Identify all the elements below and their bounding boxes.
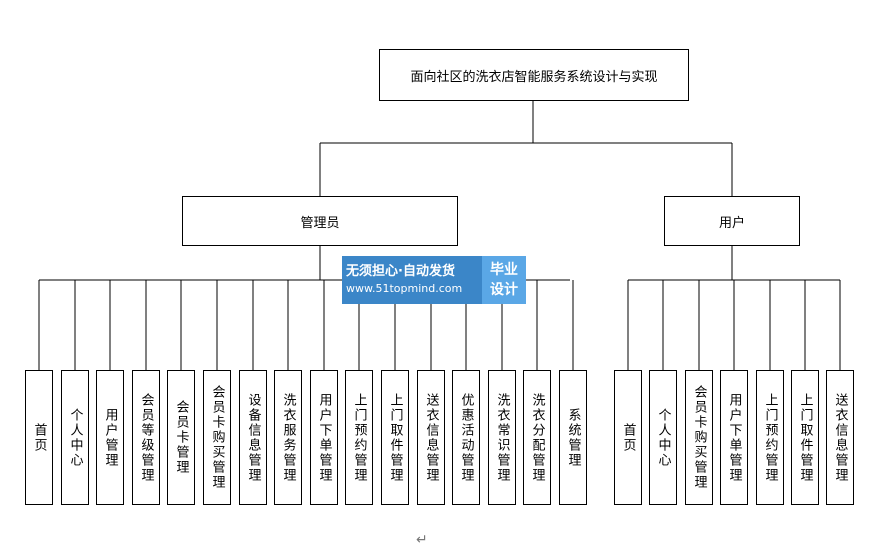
watermark-badge: 毕业 设计 [482,256,526,304]
module-label: 用户下单管理 [316,392,332,483]
module-label: 首页 [620,422,636,453]
module-label: 洗衣分配管理 [529,392,545,483]
module-label: 首页 [31,422,47,453]
module-label: 上门预约管理 [762,392,778,483]
module-box: 上门预约管理 [756,370,784,505]
watermark-badge-line1: 毕业 [490,262,518,278]
module-label: 上门取件管理 [387,392,403,483]
module-label: 上门取件管理 [797,392,813,483]
module-label: 上门预约管理 [351,392,367,483]
watermark-line1: 无须担心·自动发货 [346,264,455,279]
module-label: 会员等级管理 [138,392,154,483]
module-box: 优惠活动管理 [452,370,480,505]
watermark-badge-line2: 设计 [490,282,518,298]
module-box: 设备信息管理 [239,370,267,505]
module-box: 用户下单管理 [310,370,338,505]
module-label: 用户下单管理 [726,392,742,483]
module-box: 会员卡管理 [167,370,195,505]
module-box: 系统管理 [559,370,587,505]
module-label: 设备信息管理 [245,392,261,483]
watermark-line2: www.51topmind.com [346,282,463,295]
module-box: 洗衣分配管理 [523,370,551,505]
module-box: 个人中心 [61,370,89,505]
module-box: 送衣信息管理 [826,370,854,505]
module-label: 个人中心 [655,407,671,468]
module-box: 送衣信息管理 [417,370,445,505]
module-box: 用户下单管理 [720,370,748,505]
module-box: 洗衣常识管理 [488,370,516,505]
module-box: 会员卡购买管理 [203,370,231,505]
module-label: 会员卡购买管理 [209,385,225,490]
root-node: 面向社区的洗衣店智能服务系统设计与实现 [379,49,689,101]
watermark-banner: 无须担心·自动发货 www.51topmind.com 毕业 设计 [342,256,526,304]
module-box: 个人中心 [649,370,677,505]
watermark-text: 无须担心·自动发货 www.51topmind.com [342,256,482,304]
module-label: 用户管理 [102,407,118,468]
module-box: 首页 [25,370,53,505]
user-node: 用户 [664,196,800,246]
module-box: 会员卡购买管理 [685,370,713,505]
return-mark-icon: ↵ [416,532,428,548]
admin-title: 管理员 [300,215,340,231]
module-box: 洗衣服务管理 [274,370,302,505]
module-label: 个人中心 [67,407,83,468]
module-box: 首页 [614,370,642,505]
module-label: 系统管理 [565,407,581,468]
module-label: 优惠活动管理 [458,392,474,483]
module-box: 用户管理 [96,370,124,505]
module-label: 洗衣服务管理 [280,392,296,483]
module-box: 上门预约管理 [345,370,373,505]
root-title: 面向社区的洗衣店智能服务系统设计与实现 [410,69,658,85]
module-label: 送衣信息管理 [423,392,439,483]
module-box: 上门取件管理 [791,370,819,505]
module-label: 会员卡管理 [173,400,189,475]
module-label: 洗衣常识管理 [494,392,510,483]
module-box: 会员等级管理 [132,370,160,505]
module-box: 上门取件管理 [381,370,409,505]
module-label: 送衣信息管理 [832,392,848,483]
module-label: 会员卡购买管理 [691,385,707,490]
user-title: 用户 [718,215,745,231]
admin-node: 管理员 [182,196,458,246]
